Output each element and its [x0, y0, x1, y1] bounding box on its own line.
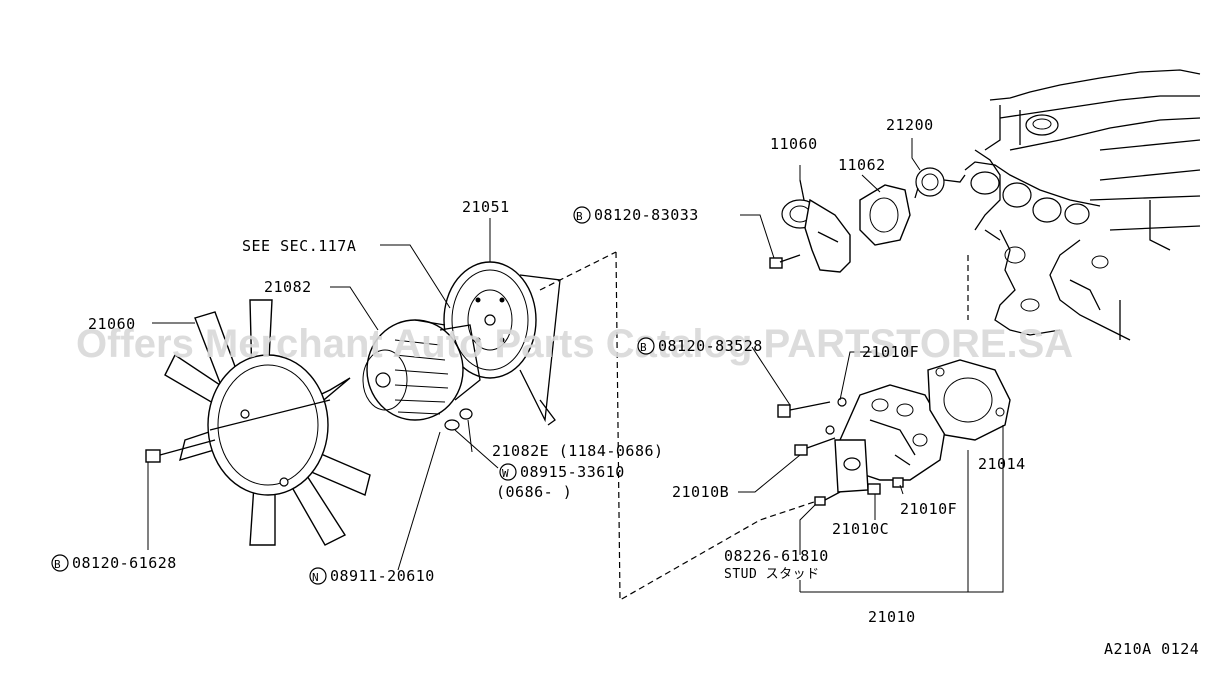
- label-stud-name: STUD スタッド: [724, 567, 820, 582]
- label-08226-61810[interactable]: 08226-61810: [724, 547, 829, 565]
- engine-block-drawing: [964, 69, 1201, 341]
- watermark-text: Offers Merchant Auto Parts Catalog PARTS…: [76, 322, 1073, 366]
- label-08120-61628[interactable]: 08120-61628: [72, 554, 177, 572]
- bolt-83033-drawing: [769, 254, 801, 269]
- prefix-b-8x: B: [640, 341, 647, 354]
- fan-coupling-21082-drawing: [362, 319, 481, 431]
- bolt-symbol-icon: [51, 554, 69, 572]
- label-21010b[interactable]: 21010B: [672, 483, 729, 501]
- bolt-symbol-icon: [637, 337, 655, 355]
- pulley-21051-drawing: [443, 261, 561, 426]
- pump-bolts-drawing: [777, 397, 904, 506]
- label-21010[interactable]: 21010: [868, 608, 916, 626]
- label-21200[interactable]: 21200: [886, 116, 934, 134]
- fan-21060-drawing: [164, 299, 371, 546]
- label-08120-83033[interactable]: 08120-83033: [594, 206, 699, 224]
- label-21010f-top[interactable]: 21010F: [862, 343, 919, 361]
- label-21051[interactable]: 21051: [462, 198, 510, 216]
- label-11062[interactable]: 11062: [838, 156, 886, 174]
- label-11060[interactable]: 11060: [770, 135, 818, 153]
- water-outlet-drawing: [781, 179, 851, 273]
- label-21082e[interactable]: 21082E (1184-0686): [492, 442, 664, 460]
- label-washer-range: (0686- ): [496, 483, 572, 501]
- prefix-n: N: [312, 571, 319, 584]
- label-21082[interactable]: 21082: [264, 278, 312, 296]
- label-21014[interactable]: 21014: [978, 455, 1026, 473]
- thermostat-drawing: [914, 167, 966, 199]
- washer-symbol-icon: [499, 463, 517, 481]
- label-08120-8x[interactable]: 08120-83528: [658, 337, 763, 355]
- nut-symbol-icon: [309, 567, 327, 585]
- water-pump-drawing: [834, 384, 946, 493]
- figure-code: A210A 0124: [1104, 640, 1199, 658]
- label-see-sec-117a[interactable]: SEE SEC.117A: [242, 237, 356, 255]
- label-21010f[interactable]: 21010F: [900, 500, 957, 518]
- label-08911-20610[interactable]: 08911-20610: [330, 567, 435, 585]
- bolt-symbol-icon: [573, 206, 591, 224]
- fan-bolt-drawing: [145, 439, 216, 463]
- label-21060[interactable]: 21060: [88, 315, 136, 333]
- gasket-21014-drawing: [927, 359, 1011, 441]
- prefix-b-83033: B: [576, 210, 583, 223]
- label-08915-33610[interactable]: 08915-33610: [520, 463, 625, 481]
- prefix-b-61628: B: [54, 558, 61, 571]
- prefix-w: W: [502, 467, 509, 480]
- leader-lines: [147, 138, 1004, 593]
- label-21010c[interactable]: 21010C: [832, 520, 889, 538]
- gasket-11062-drawing: [859, 184, 911, 246]
